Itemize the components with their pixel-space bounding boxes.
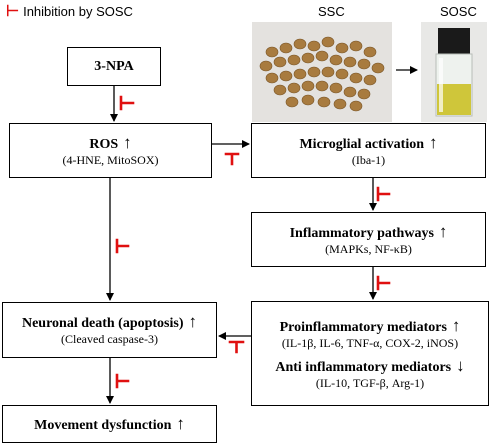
legend-text: Inhibition by SOSC — [23, 4, 133, 19]
movement-box: Movement dysfunction↑ — [2, 405, 217, 443]
inhibit-ros-death-icon — [115, 238, 130, 254]
death-up-arrow-icon: ↑ — [188, 312, 198, 331]
npa-title: 3-NPA — [94, 59, 134, 74]
pathways-box: Inflammatory pathways↑ (MAPKs, NF-κB) — [251, 212, 486, 267]
pro-mediators-up-arrow-icon: ↑ — [451, 315, 461, 335]
movement-title: Movement dysfunction — [34, 417, 172, 433]
death-markers: (Cleaved caspase-3) — [61, 332, 158, 346]
pathways-markers: (MAPKs, NF-κB) — [325, 241, 412, 256]
microglia-markers: (Iba-1) — [351, 152, 386, 167]
inhibition-symbol-icon: ⊢ — [6, 3, 20, 20]
pro-mediators-title: Proinflammatory mediators — [279, 319, 447, 335]
ros-up-arrow-icon: ↑ — [123, 132, 132, 152]
ros-markers: (4-HNE, MitoSOX) — [62, 152, 159, 167]
microglia-box: Microglial activation↑ (Iba-1) — [251, 123, 486, 178]
microglia-up-arrow-icon: ↑ — [429, 132, 438, 152]
inhibit-microglia-pathways-icon — [376, 186, 391, 202]
npa-box: 3-NPA — [67, 47, 161, 86]
ros-title: ROS — [89, 136, 119, 152]
sosc-label: SOSC — [440, 4, 477, 19]
sosc-vial-image — [421, 22, 487, 122]
inhibit-death-movement-icon — [115, 373, 130, 389]
death-box: Neuronal death (apoptosis) ↑ (Cleaved cas… — [2, 302, 217, 358]
inhibit-npa-ros-icon — [119, 95, 135, 111]
anti-mediators-markers: (IL-10, TGF-β, Arg-1) — [315, 375, 425, 390]
ros-box: ROS↑ (4-HNE, MitoSOX) — [9, 123, 212, 178]
anti-mediators-down-arrow-icon: ↓ — [456, 355, 465, 375]
inhibit-ros-microglia-icon — [224, 152, 240, 166]
ssc-seeds-image — [252, 22, 392, 122]
anti-mediators-title: Anti inflammatory mediators — [275, 359, 452, 375]
legend: ⊢Inhibition by SOSC — [6, 2, 133, 20]
pro-mediators-markers: (IL-1β, IL-6, TNF-α, COX-2, iNOS) — [281, 335, 459, 350]
inhibit-mediators-death-icon — [228, 340, 245, 354]
inhibit-pathways-mediators-icon — [376, 275, 391, 291]
pathways-title: Inflammatory pathways — [289, 225, 434, 241]
mediators-box: Proinflammatory mediators↑ (IL-1β, IL-6,… — [251, 301, 489, 406]
ssc-label: SSC — [318, 4, 345, 19]
pathways-up-arrow-icon: ↑ — [438, 221, 448, 241]
movement-up-arrow-icon: ↑ — [176, 413, 185, 433]
death-title: Neuronal death (apoptosis) — [21, 316, 184, 331]
microglia-title: Microglial activation — [299, 136, 425, 152]
